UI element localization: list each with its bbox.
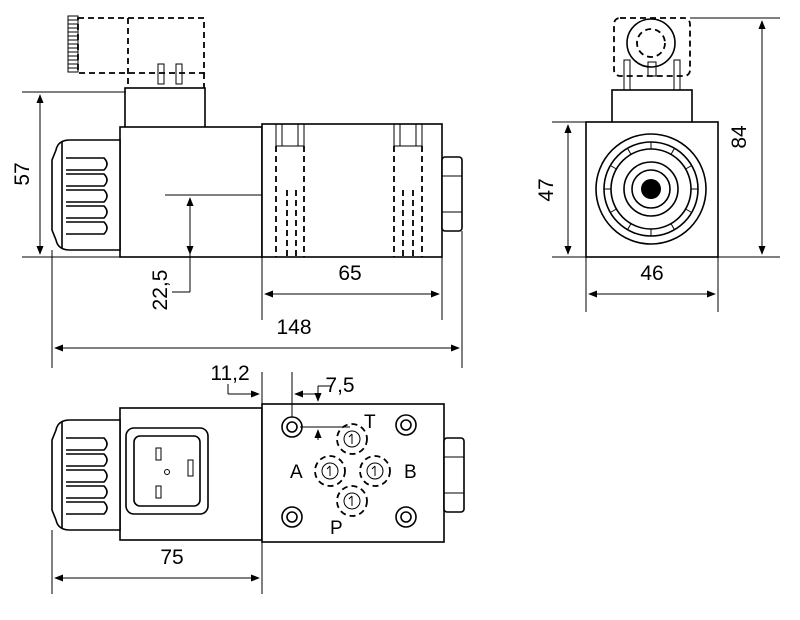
port-label-b: B (404, 462, 417, 483)
dim-47-label: 47 (535, 178, 558, 201)
knob-teeth (604, 142, 698, 236)
dim-11-2-label: 11,2 (210, 362, 249, 385)
dim-7-5-label: 7,5 (325, 374, 354, 397)
hex-nut-side (441, 156, 463, 232)
coil-top-front (611, 89, 693, 125)
hex-nut-bottom (443, 437, 465, 513)
connector-face (125, 427, 209, 515)
dim-84-label: 84 (728, 125, 751, 149)
dim-75-label: 75 (160, 546, 183, 569)
port-label-a: A (290, 462, 303, 483)
front-view: 84 47 46 (535, 17, 780, 312)
coil-top (124, 87, 206, 129)
internal-ports (275, 123, 423, 257)
mounting-holes (281, 414, 417, 528)
coil-body (119, 126, 263, 258)
port-label-t: T (364, 412, 376, 433)
dim-22-5-label: 22,5 (149, 270, 172, 311)
dim-57-label: 57 (11, 162, 34, 185)
bottom-view: T A B P 11,2 7,5 75 (51, 362, 465, 594)
valve-body (261, 123, 443, 258)
coil-body-bottom (119, 407, 263, 541)
dim-46-label: 46 (640, 262, 663, 285)
connector-plug-outline (77, 17, 205, 74)
knob-front-outer (595, 133, 707, 245)
port-circles (314, 423, 391, 517)
dim-148-label: 148 (276, 316, 311, 339)
dim-65-label: 65 (338, 262, 361, 285)
side-view: 57 22,5 65 148 (11, 15, 463, 368)
valve-body-bottom (261, 403, 445, 543)
port-label-p: P (330, 518, 343, 539)
